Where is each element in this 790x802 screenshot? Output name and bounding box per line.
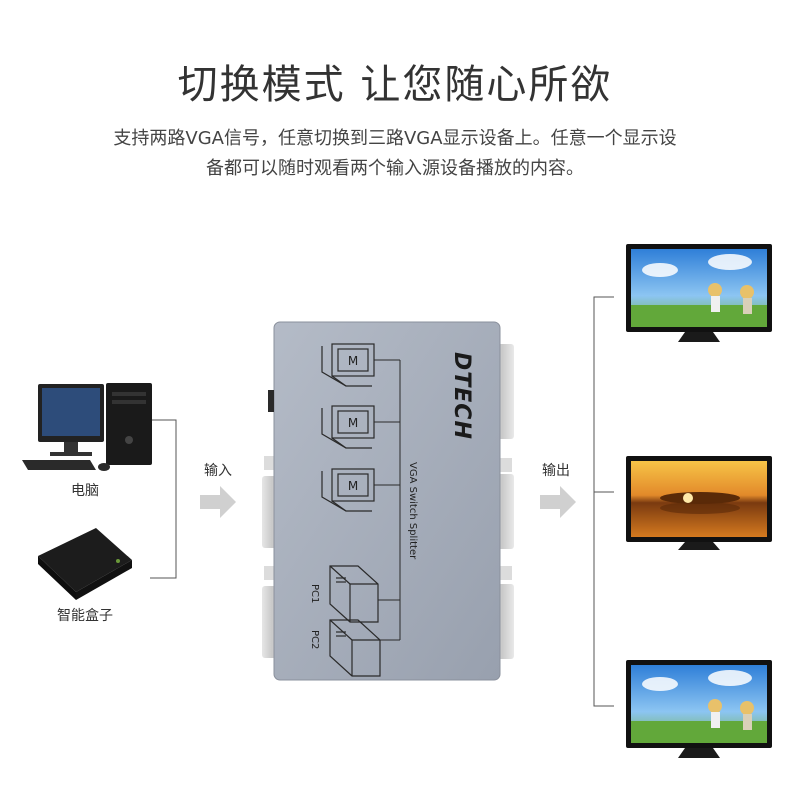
pc-pictogram-2 — [329, 619, 381, 677]
description-line-2: 备都可以随时观看两个输入源设备播放的内容。 — [206, 158, 584, 179]
monitor-mark-3: M — [348, 479, 358, 493]
device-wiring — [374, 359, 401, 641]
description-line-1: 支持两路VGA信号，任意切换到三路VGA显示设备上。任意一个显示设 — [113, 128, 677, 149]
monitor-mark-1: M — [348, 354, 358, 368]
output-bracket — [593, 296, 614, 707]
computer-icon — [22, 383, 152, 471]
pc-label-1: PC1 — [309, 584, 320, 603]
pc-pictogram-1 — [329, 565, 379, 623]
tv-2 — [626, 456, 772, 550]
smart-box-icon — [38, 528, 132, 600]
output-label: 输出 — [542, 463, 570, 479]
description: 支持两路VGA信号，任意切换到三路VGA显示设备上。任意一个显示设 备都可以随时… — [40, 124, 750, 184]
vga-switch-device: M M M — [262, 321, 514, 681]
source-label-computer: 电脑 — [71, 483, 99, 499]
monitor-pictogram-2 — [321, 405, 375, 449]
input-label: 输入 — [204, 463, 232, 479]
monitor-mark-2: M — [348, 416, 358, 430]
device-model-text: VGA Switch Splitter — [407, 462, 418, 560]
source-label-smart-box: 智能盒子 — [57, 607, 113, 624]
monitor-pictogram-3 — [321, 468, 375, 512]
pc-label-2: PC2 — [309, 630, 320, 649]
tv-1 — [626, 244, 772, 342]
output-arrow-icon — [540, 486, 576, 518]
tv-3 — [626, 660, 772, 758]
input-arrow-icon — [200, 486, 236, 518]
brand-logo: DTECH — [449, 352, 474, 440]
page-title: 切换模式 让您随心所欲 — [177, 62, 613, 108]
input-bracket — [150, 419, 177, 579]
